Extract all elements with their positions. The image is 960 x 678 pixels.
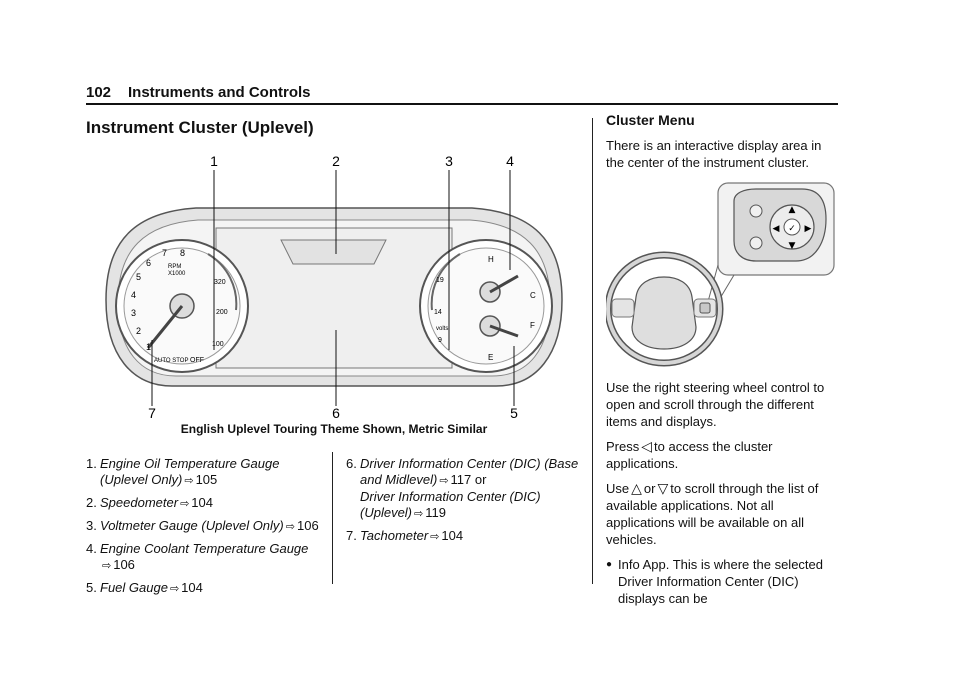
page-ref-link[interactable]: 117: [450, 472, 472, 487]
tach-tick-7: 7: [162, 248, 167, 258]
page-ref-icon: ⇨: [430, 531, 440, 543]
page-ref-icon: ⇨: [184, 475, 194, 487]
page-ref-link[interactable]: 105: [195, 472, 218, 487]
legend-item-5: 5. Fuel Gauge⇨104: [86, 580, 203, 595]
callout-3: 3: [445, 153, 453, 169]
volt-19: 19: [436, 277, 444, 284]
checkmark-icon: ✓: [788, 224, 796, 234]
down-triangle-icon: ▽: [657, 480, 669, 496]
page-ref-icon: ⇨: [439, 475, 449, 487]
tach-tick-4: 4: [131, 290, 136, 300]
legend-item-1: 1. Engine Oil Temperature Gauge (Uplevel…: [86, 456, 280, 487]
legend-column-left: 1. Engine Oil Temperature Gauge (Uplevel…: [86, 456, 322, 603]
page-ref-link[interactable]: 106: [296, 518, 319, 533]
page-ref-icon: ⇨: [414, 508, 424, 520]
steering-wheel-illustration: ✓ ▲ ▼ ◀ ▶: [604, 182, 835, 367]
cluster-menu-section: Cluster Menu There is an interactive dis…: [604, 112, 838, 607]
oil-temp-200: 200: [216, 309, 228, 316]
legend-item-4: 4. Engine Coolant Temperature Gauge⇨106: [86, 541, 309, 572]
up-triangle-icon: △: [631, 480, 642, 496]
column-divider: [332, 452, 333, 584]
coolant-c: C: [530, 291, 536, 300]
fuel-e: E: [488, 353, 493, 362]
page-ref-link[interactable]: 119: [425, 505, 446, 520]
column-divider: [592, 118, 593, 584]
cluster-menu-use: Use△or▽to scroll through the list of ava…: [606, 480, 819, 547]
callout-4: 4: [506, 153, 514, 169]
page-ref-link[interactable]: 104: [191, 495, 213, 510]
down-arrow-icon: ▼: [789, 241, 796, 251]
tach-tick-6: 6: [146, 258, 151, 268]
tach-unit-x1000: X1000: [168, 271, 186, 277]
volt-9: 9: [438, 337, 442, 344]
cluster-menu-use-right: Use the right steering wheel control to …: [606, 380, 825, 429]
tach-unit-rpm: RPM: [168, 264, 181, 270]
left-arrow-icon: ◀: [773, 224, 780, 234]
page-number: 102: [86, 84, 112, 101]
left-triangle-icon: ◁: [641, 438, 653, 454]
cluster-menu-title: Cluster Menu: [606, 112, 695, 128]
page-ref-icon: ⇨: [102, 560, 112, 572]
up-arrow-icon: ▲: [789, 205, 796, 215]
instrument-cluster-figure: 1 2 3 4 5 6 7 1 2 3 4 5 6 7 8 RPM X1000 …: [86, 150, 582, 421]
legend-column-middle: 6. Driver Information Center (DIC) (Base…: [346, 456, 582, 551]
page-ref-link[interactable]: 104: [441, 528, 464, 543]
volt-14: 14: [434, 309, 442, 316]
legend-item-3: 3. Voltmeter Gauge (Uplevel Only)⇨106: [86, 518, 319, 533]
fuel-f: F: [530, 321, 535, 330]
callout-6: 6: [332, 405, 340, 420]
bullet-icon: ●: [606, 559, 613, 570]
coolant-h: H: [488, 255, 494, 264]
instrument-cluster-illustration: 1 2 3 4 5 6 7 1 2 3 4 5 6 7 8 RPM X1000 …: [105, 153, 563, 421]
tach-tick-2: 2: [136, 326, 141, 336]
callout-1: 1: [210, 153, 218, 169]
tach-tick-5: 5: [136, 272, 141, 282]
callout-2: 2: [332, 153, 340, 169]
volt-unit: volts: [436, 326, 448, 332]
page-ref-link[interactable]: 104: [181, 580, 203, 595]
tach-tick-3: 3: [131, 308, 136, 318]
section-title: Instrument Cluster (Uplevel): [86, 118, 314, 137]
callout-5: 5: [510, 405, 518, 420]
header-rule: [86, 103, 838, 105]
cluster-menu-bullet: ● Info App. This is where the selected D…: [606, 557, 823, 606]
page-ref-icon: ⇨: [180, 498, 190, 510]
oil-temp-320: 320: [214, 279, 226, 286]
page-ref-icon: ⇨: [169, 583, 180, 595]
legend-item-7: 7. Tachometer⇨104: [346, 528, 464, 543]
auto-stop-off-label: OFF: [190, 357, 204, 364]
figure-caption: English Uplevel Touring Theme Shown, Met…: [180, 422, 488, 436]
callout-7: 7: [148, 405, 156, 420]
steering-wheel-figure: ✓ ▲ ▼ ◀ ▶: [604, 179, 838, 369]
legend-item-2: 2. Speedometer⇨104: [86, 495, 213, 510]
cluster-menu-press: Press◁to access the cluster applications…: [606, 438, 773, 471]
page-ref-icon: ⇨: [285, 521, 295, 533]
tach-tick-8: 8: [180, 248, 185, 258]
chapter-title: Instruments and Controls: [128, 84, 311, 101]
legend-item-6: 6. Driver Information Center (DIC) (Base…: [346, 456, 579, 520]
right-arrow-icon: ▶: [805, 224, 812, 234]
tach-tick-1: 1: [146, 342, 151, 352]
auto-stop-label: AUTO STOP: [154, 358, 188, 364]
oil-temp-100: 100: [212, 341, 224, 348]
page-ref-link[interactable]: 106: [113, 557, 135, 572]
cluster-menu-intro: There is an interactive display area in …: [606, 138, 822, 170]
